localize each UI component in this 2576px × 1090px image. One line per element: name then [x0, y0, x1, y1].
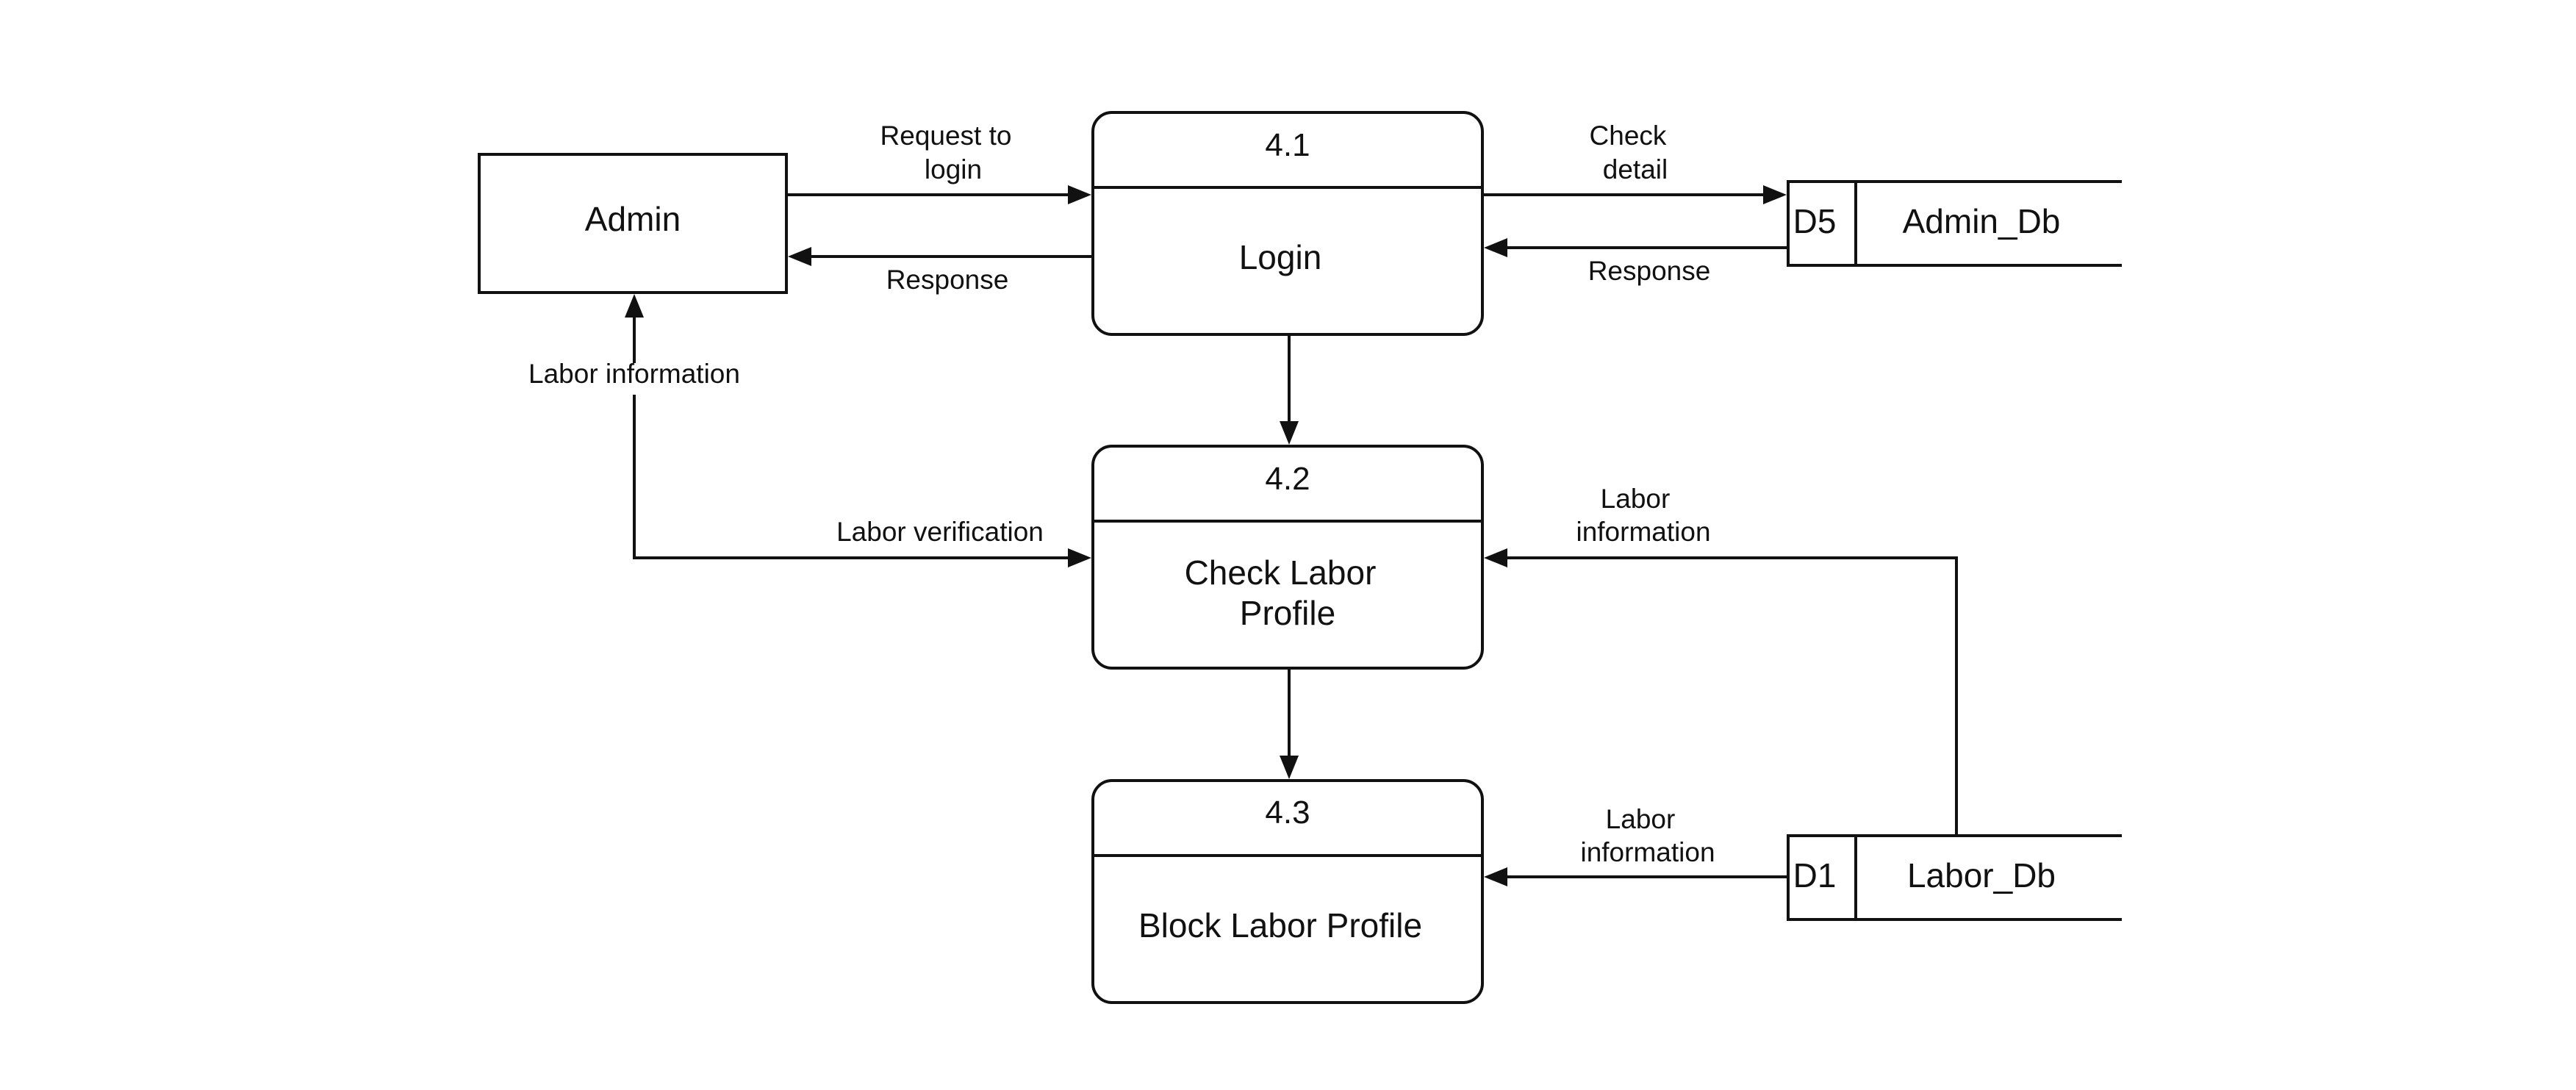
flow-check-detail-label-line1: Check [1590, 121, 1667, 151]
flow-response-from-admin-db[interactable]: Response [1484, 238, 1788, 286]
flow-request-to-login-label-line1: Request to [880, 121, 1012, 151]
flow-request-to-login[interactable]: Request to login [786, 121, 1091, 204]
data-store-d1-id: D1 [1793, 856, 1837, 894]
process-4-1[interactable]: 4.1 Login [1091, 111, 1484, 336]
data-store-d1[interactable]: D1 Labor_Db [1787, 834, 2122, 921]
process-4-1-name: Login [1239, 238, 1322, 276]
data-store-d1-name: Labor_Db [1907, 856, 2056, 894]
data-store-d5[interactable]: D5 Admin_Db [1787, 180, 2122, 267]
data-store-d5-name: Admin_Db [1903, 202, 2061, 240]
flow-request-to-login-label-line2: login [925, 154, 982, 184]
process-4-2-name-line2: Profile [1240, 594, 1335, 632]
flow-login-to-check[interactable] [1280, 334, 1299, 445]
flow-labor-info-to-check-label-line2: information [1576, 517, 1710, 547]
process-4-1-number: 4.1 [1265, 127, 1310, 163]
process-4-2[interactable]: 4.2 Check Labor Profile [1091, 445, 1484, 670]
flow-response-to-admin[interactable]: Response [788, 247, 1093, 295]
flow-response-to-admin-label: Response [886, 265, 1009, 295]
process-4-2-name-line1: Check Labor [1185, 553, 1377, 592]
flow-labor-info-to-check-label-line1: Labor [1601, 484, 1671, 514]
process-4-3-name: Block Labor Profile [1138, 906, 1422, 944]
flow-labor-info-to-check[interactable]: Labor information [1484, 484, 1958, 836]
flow-response-from-admin-db-label: Response [1588, 256, 1711, 286]
flow-check-detail-label-line2: detail [1603, 154, 1668, 184]
flow-labor-info-to-block-label-line2: information [1580, 837, 1715, 867]
process-4-3[interactable]: 4.3 Block Labor Profile [1091, 779, 1484, 1004]
process-4-2-number: 4.2 [1265, 461, 1310, 497]
flow-labor-information-to-admin-label: Labor information [528, 359, 740, 389]
flow-labor-info-to-block[interactable]: Labor information [1484, 804, 1788, 886]
flow-check-to-block[interactable] [1280, 668, 1299, 779]
admin-entity[interactable]: Admin [478, 153, 788, 294]
admin-entity-label: Admin [585, 200, 681, 238]
process-4-3-number: 4.3 [1265, 795, 1310, 831]
data-store-d5-id: D5 [1793, 202, 1837, 240]
flow-labor-info-to-block-label-line1: Labor [1606, 804, 1676, 834]
flow-check-detail[interactable]: Check detail [1482, 121, 1787, 204]
flow-labor-verification[interactable]: Labor verification Labor information [528, 294, 1091, 567]
flow-labor-verification-label: Labor verification [836, 517, 1044, 547]
